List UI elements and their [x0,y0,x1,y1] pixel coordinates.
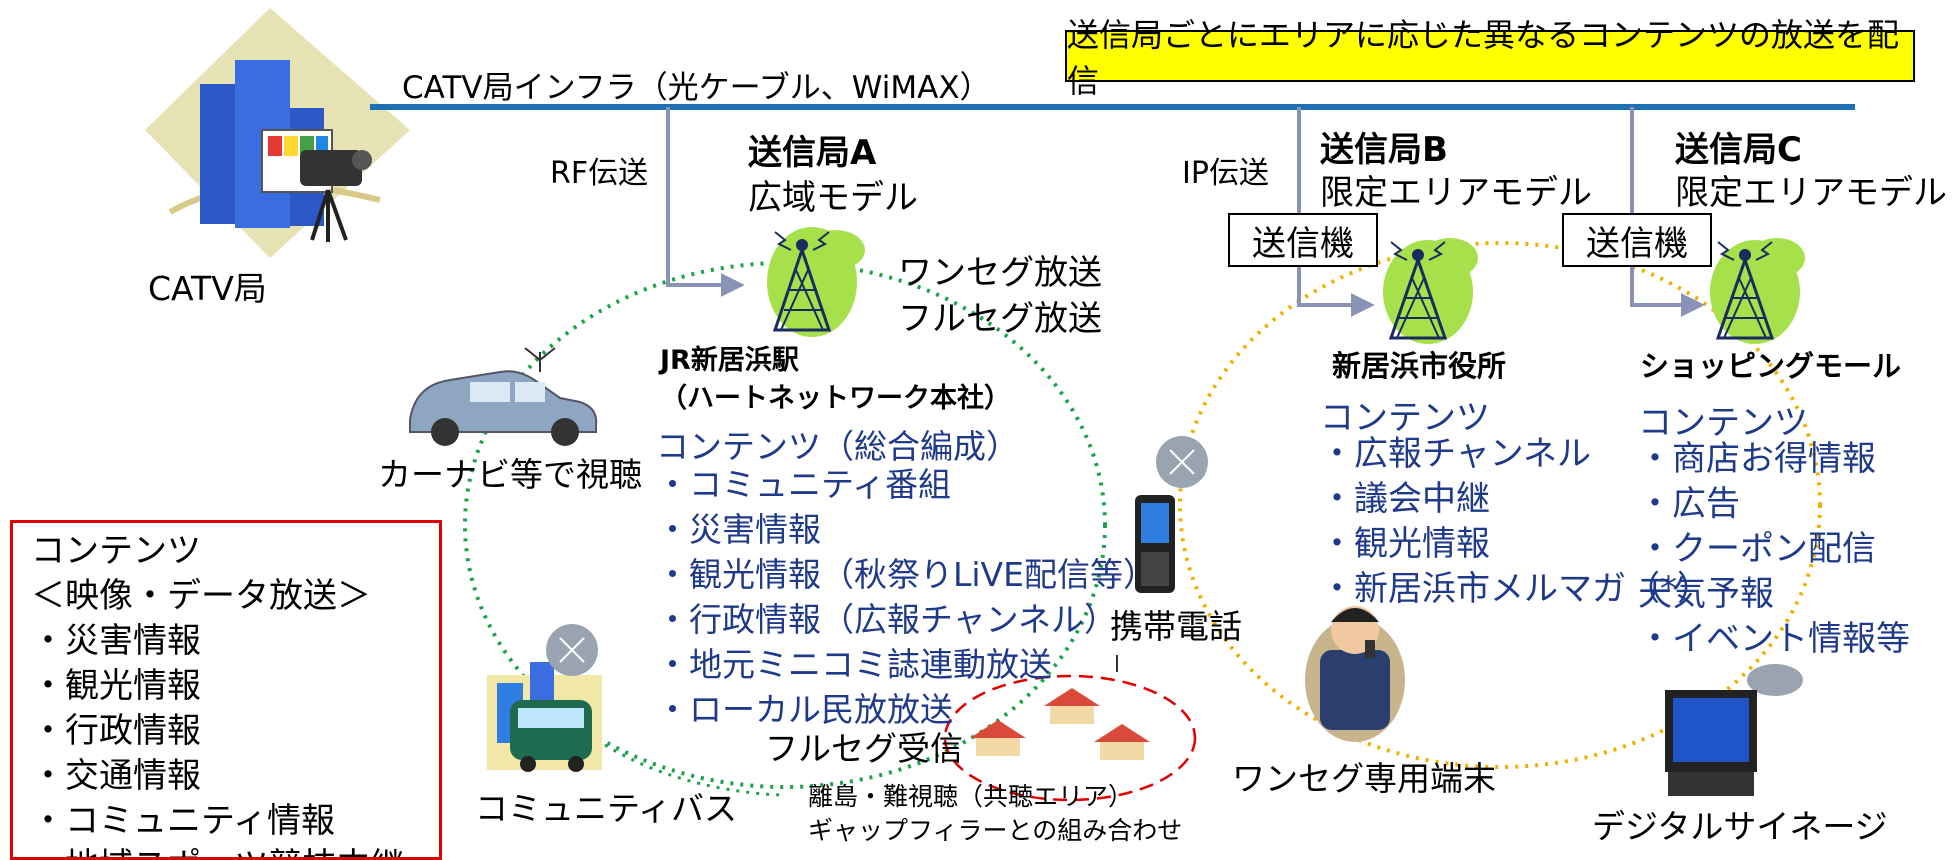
list-item: ・広告 [1638,484,1740,524]
station-b-title: 送信局B [1320,130,1448,170]
community-bus-label: コミュニティバス [475,789,738,828]
digital-signage-label: デジタルサイネージ [1592,807,1888,846]
list-item: ・観光情報 [1320,524,1490,564]
broadcast-oneseg: ワンセグ放送 [898,253,1102,293]
station-a-subtitle: 広域モデル [748,178,918,218]
gap-filler-line: ギャップフィラーとの組み合わせ [808,816,1183,845]
ip-feed-arrow-b [1297,107,1375,317]
tower-b-icon [1383,238,1478,344]
coverage-area-a [463,261,1107,789]
transmitter-b-box: 送信機 [1228,213,1378,267]
rf-transmission-label: RF伝送 [550,156,649,191]
station-c-contents-list: ・商店お得情報 ・広告 ・クーポン配信 天気予報 ・イベント情報等 [1638,437,1910,662]
house-icon-1 [970,720,1026,756]
list-item: ・行政情報（広報チャンネル） [656,600,1118,639]
legend-item: ・交通情報 [31,756,201,796]
station-b-location: 新居浜市役所 [1332,349,1507,383]
broadcast-notice: 送信局ごとにエリアに応じた異なるコンテンツの放送を配信 [1065,16,1915,100]
list-item: ・災害情報 [656,510,821,549]
station-a-contents-title: コンテンツ（総合編成） [656,427,1019,466]
station-a-broadcast-types: ワンセグ放送 フルセグ放送 [898,250,1102,342]
digital-signage-icon [1665,664,1803,796]
car-navigation-label: カーナビ等で視聴 [378,455,642,494]
tower-c-icon [1710,238,1805,344]
rf-feed-arrow [666,107,745,297]
list-item: ・コミュニティ番組 [656,465,952,504]
station-b-contents-title: コンテンツ [1320,398,1490,438]
mobile-phone-icon [1135,436,1208,593]
tower-a-icon [767,227,865,337]
list-item: ・商店お得情報 [1638,439,1876,479]
broadcast-fullseg: フルセグ放送 [898,299,1102,339]
transmitter-c-box: 送信機 [1562,213,1712,267]
legend-item: ・コミュニティ情報 [31,801,335,841]
catv-station-icon [145,8,410,258]
station-a-location-name: JR新居浜駅 [660,345,799,376]
oneseg-terminal-user-icon [1305,606,1405,742]
contents-legend-box: コンテンツ ＜映像・データ放送＞ ・災害情報 ・観光情報 ・行政情報 ・交通情報… [10,520,442,860]
house-icon-3 [1094,724,1150,760]
list-item: ・観光情報（秋祭りLiVE配信等） [656,555,1156,594]
station-c-contents-title: コンテンツ [1638,403,1808,443]
station-b-contents-list: ・広報チャンネル ・議会中継 ・観光情報 ・新居浜市メルマガ（*） [1320,432,1711,612]
bus-icon [487,624,602,772]
station-c-subtitle: 限定エリアモデル [1675,173,1947,213]
legend-item: ・地域スポーツ競技中継 [13,844,439,857]
station-c-title: 送信局C [1675,130,1802,170]
legend-title: コンテンツ [31,531,201,571]
station-a-title: 送信局A [748,133,877,173]
house-icon-2 [1044,688,1100,724]
fullseg-area [943,674,1197,802]
legend-item: ・災害情報 [31,621,201,661]
station-a-location-sub: （ハートネットワーク本社） [660,383,1011,414]
remote-area-note: 離島・難視聴（共聴エリア） ギャップフィラーとの組み合わせ [808,780,1182,848]
legend-item: ・行政情報 [31,711,201,751]
station-a-location: JR新居浜駅 （ハートネットワーク本社） [660,342,1011,418]
fullseg-reception-label: フルセグ受信 [765,729,963,768]
ip-transmission-label: IP伝送 [1182,156,1269,191]
station-a-contents-list: ・コミュニティ番組 ・災害情報 ・観光情報（秋祭りLiVE配信等） ・行政情報（… [656,462,1156,732]
list-item: ・広報チャンネル [1320,434,1591,474]
catv-station-label: CATV局 [148,269,267,308]
list-item: ・地元ミニコミ誌連動放送 [656,645,1052,684]
list-item: 天気予報 [1638,574,1774,614]
mobile-phone-label: 携帯電話 [1110,607,1242,646]
station-c-location: ショッピングモール [1640,349,1902,383]
list-item: ・新居浜市メルマガ（*） [1320,569,1711,609]
coverage-area-bc [1178,241,1822,769]
legend-item: ・観光情報 [31,666,201,706]
list-item: ・ローカル民放放送 [656,690,953,729]
ip-feed-arrow-c [1630,107,1705,317]
list-item: ・議会中継 [1320,479,1490,519]
oneseg-terminal-label: ワンセグ専用端末 [1232,759,1496,798]
list-item: ・クーポン配信 [1638,529,1876,569]
infra-cable-label: CATV局インフラ（光ケーブル、WiMAX） [402,70,991,106]
car-icon [409,347,598,446]
station-b-subtitle: 限定エリアモデル [1320,173,1592,213]
remote-area-line: 離島・難視聴（共聴エリア） [808,782,1134,811]
bus-link-dots [604,743,781,797]
list-item: ・イベント情報等 [1638,619,1910,659]
legend-subtitle: ＜映像・データ放送＞ [31,576,371,616]
